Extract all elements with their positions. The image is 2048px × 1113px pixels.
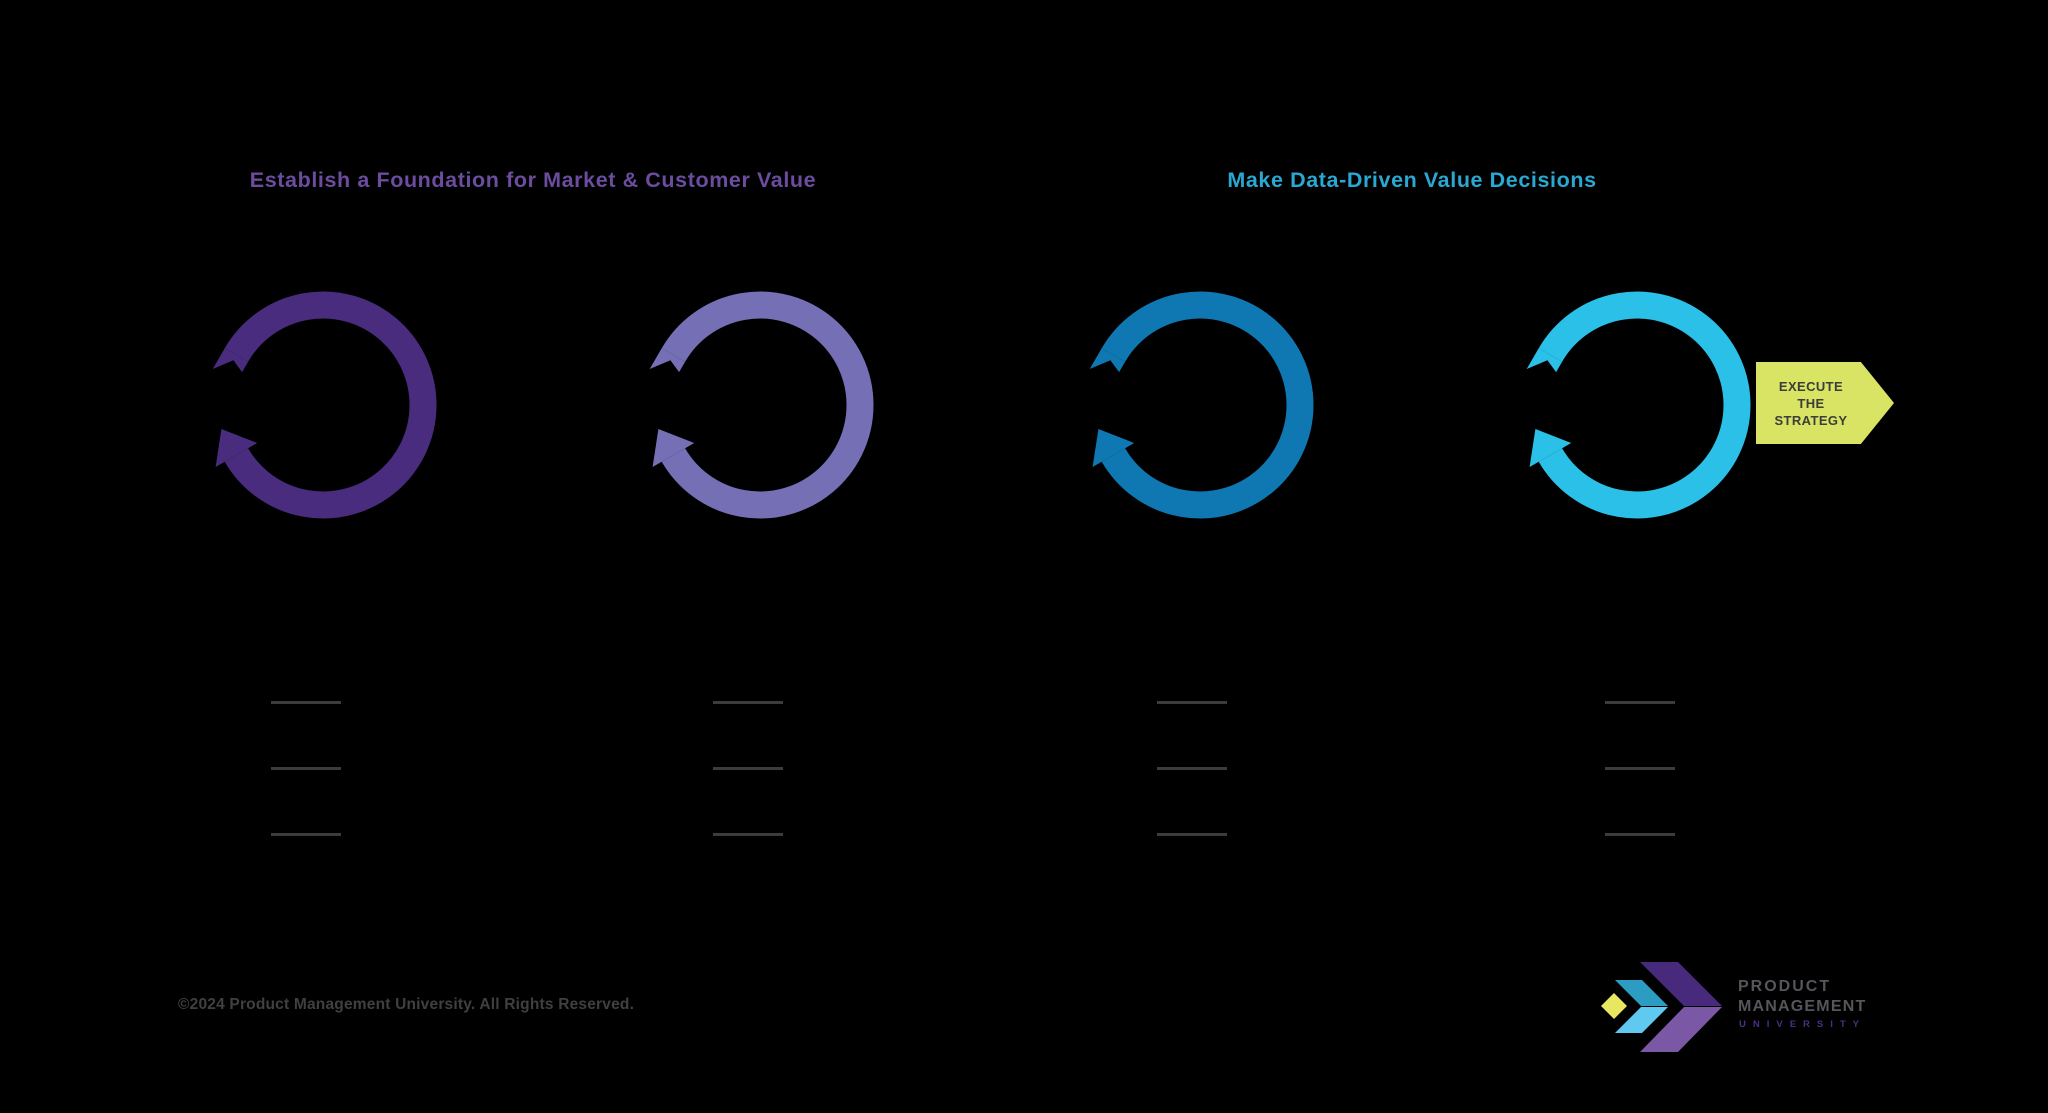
logo-chevron-purple-bottom <box>1640 1007 1722 1052</box>
logo-text-university: UNIVERSITY <box>1739 1019 1867 1030</box>
cycle-arc <box>224 291 437 519</box>
logo-text-product: PRODUCT <box>1738 978 1832 995</box>
logo-chevron-blue-top <box>1615 980 1668 1006</box>
section-title-foundation: Establish a Foundation for Market & Cust… <box>249 168 817 192</box>
separator-line <box>1157 767 1227 770</box>
cycle-tail-notch <box>1089 348 1126 373</box>
execute-strategy-tag: EXECUTE THE STRATEGY <box>1756 362 1894 444</box>
separator-line <box>271 767 341 770</box>
separator-line <box>713 833 783 836</box>
section-title-data-driven: Make Data-Driven Value Decisions <box>1227 168 1597 192</box>
cycle-arrow-phase-3 <box>1089 291 1314 519</box>
cycle-arc <box>1538 291 1751 519</box>
copyright-text: ©2024 Product Management University. All… <box>178 996 635 1013</box>
separator-line <box>1605 767 1675 770</box>
separator-line <box>1157 701 1227 704</box>
cycle-arrowhead <box>1529 429 1572 467</box>
execute-strategy-tag-line: EXECUTE <box>1778 378 1844 394</box>
separator-line <box>271 833 341 836</box>
cycle-arrow-phase-4 <box>1526 291 1751 519</box>
separator-line <box>1605 701 1675 704</box>
cycle-arc <box>661 291 874 519</box>
list-separators-col-3 <box>1157 701 1227 836</box>
list-separators-col-1 <box>271 701 341 836</box>
separator-line <box>1157 833 1227 836</box>
cycle-tail-notch <box>649 348 686 373</box>
cycle-tail-notch <box>212 348 249 373</box>
list-separators-col-2 <box>713 701 783 836</box>
cycle-arrow-phase-2 <box>649 291 874 519</box>
cycle-arrowhead <box>652 429 695 467</box>
pmu-logo-icon <box>1601 962 1722 1052</box>
logo-chevron-purple-top <box>1640 962 1722 1006</box>
execute-strategy-tag-line: STRATEGY <box>1774 412 1848 428</box>
logo-chevron-blue-bottom <box>1615 1007 1668 1033</box>
logo-diamond-icon <box>1601 993 1627 1019</box>
separator-line <box>1605 833 1675 836</box>
cycle-arrow-phase-1 <box>212 291 437 519</box>
cycle-arc <box>1101 291 1314 519</box>
cycle-arrowhead <box>215 429 258 467</box>
execute-strategy-tag-line: THE <box>1797 395 1825 411</box>
separator-line <box>713 701 783 704</box>
list-separators-col-4 <box>1605 701 1675 836</box>
separator-line <box>271 701 341 704</box>
cycle-arrowhead <box>1092 429 1135 467</box>
logo-text-management: MANAGEMENT <box>1738 998 1867 1015</box>
cycle-tail-notch <box>1526 348 1563 373</box>
separator-line <box>713 767 783 770</box>
